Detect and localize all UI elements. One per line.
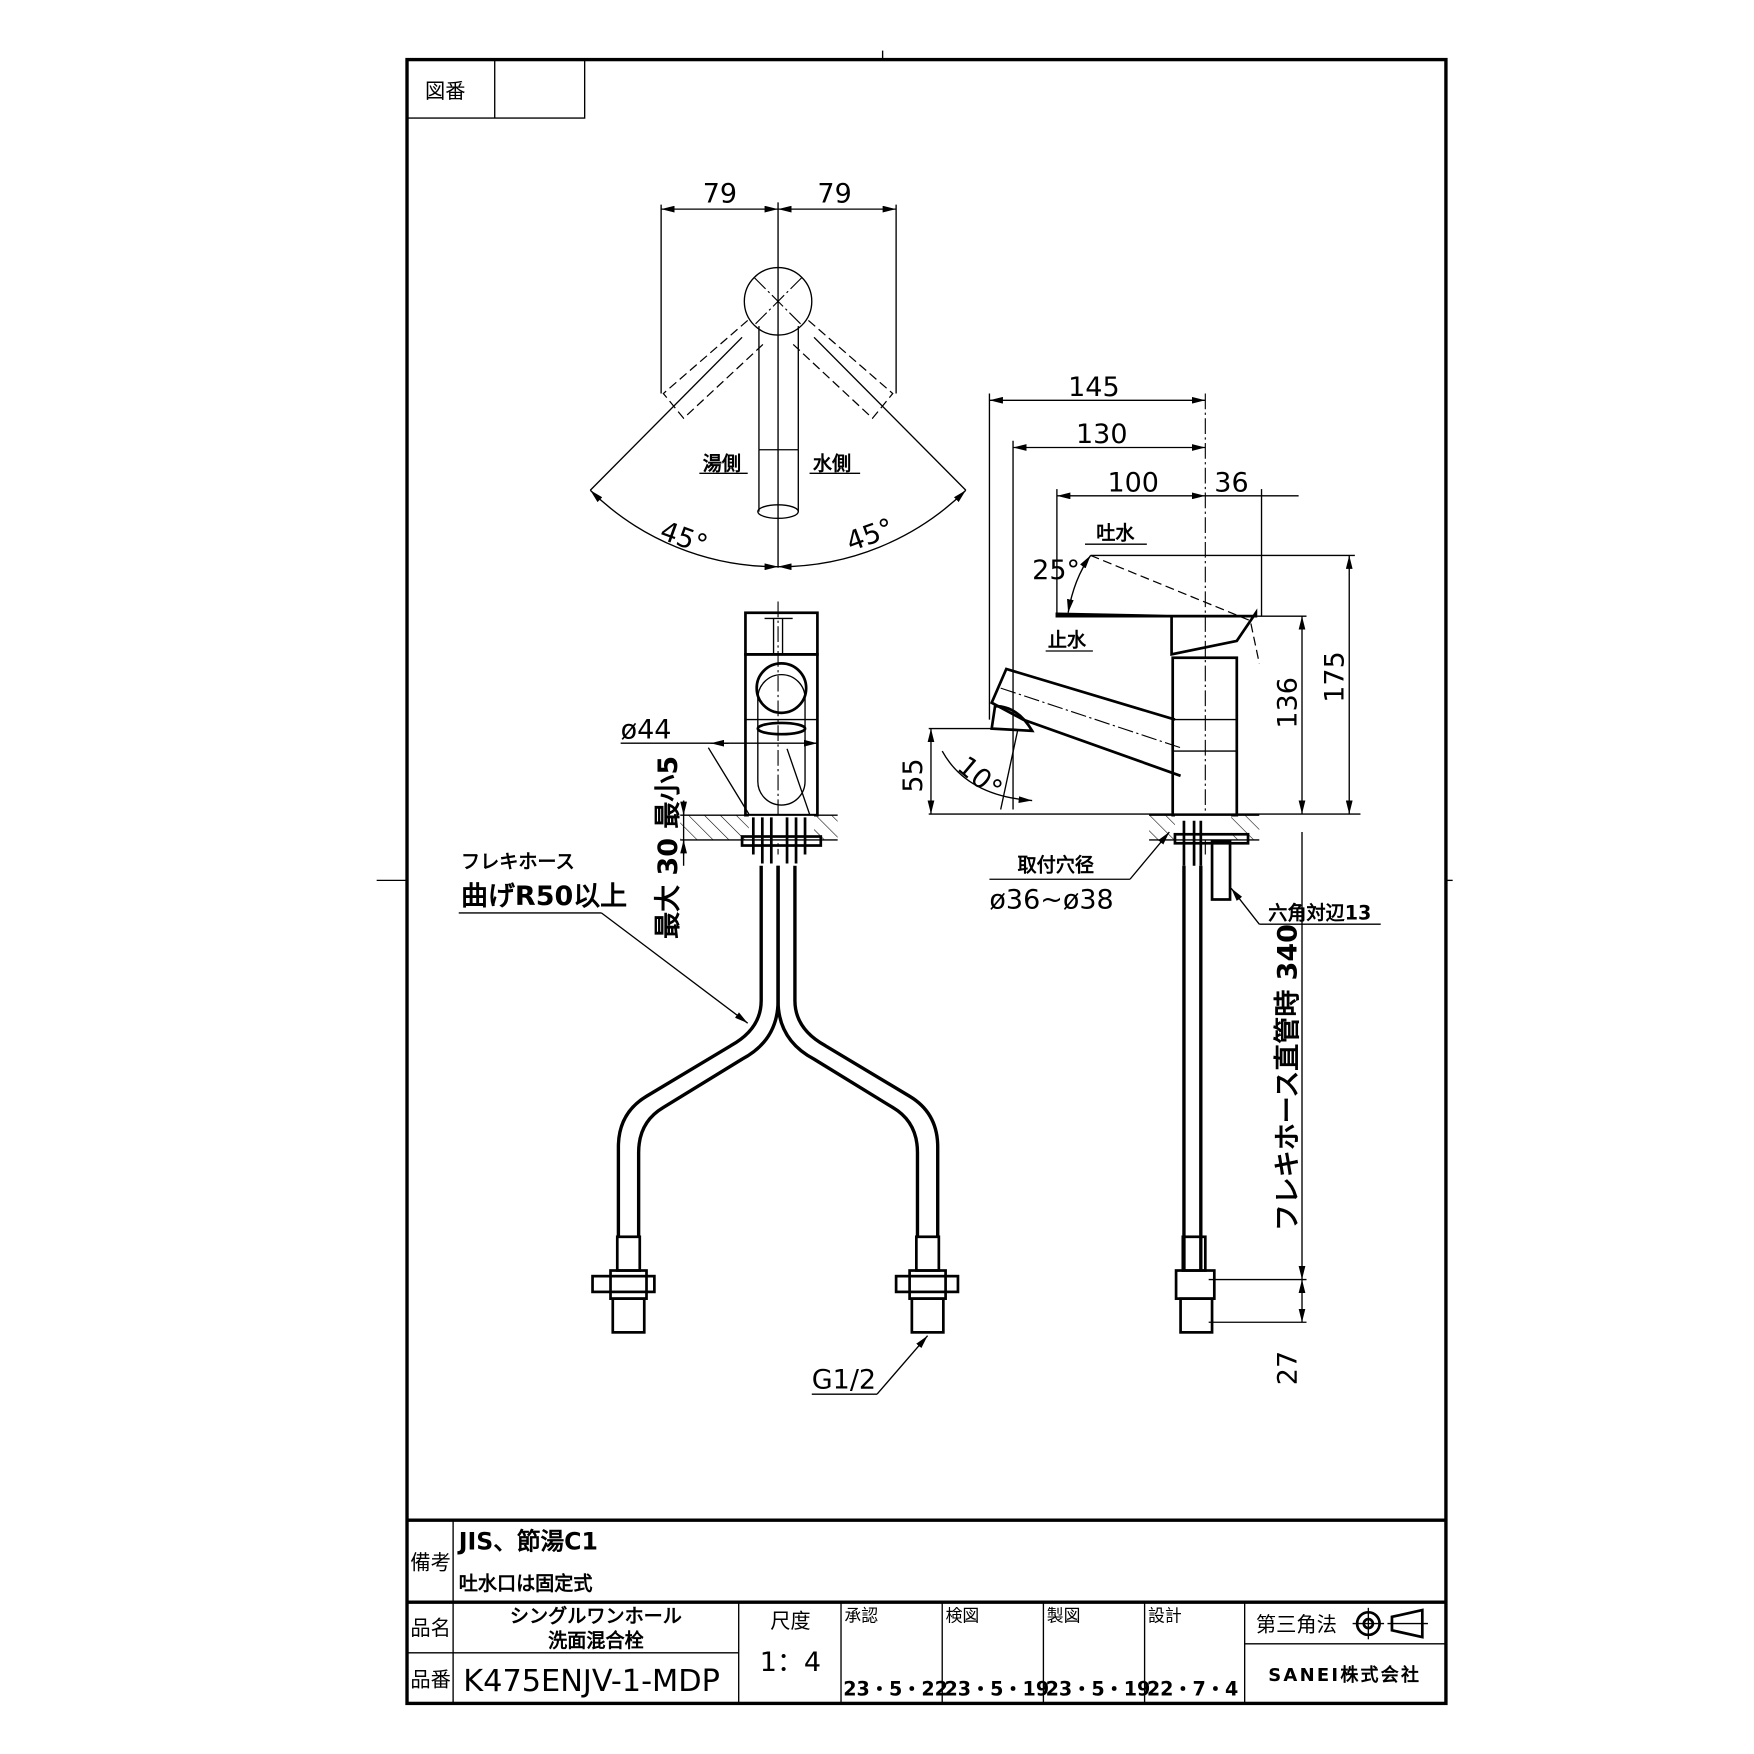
check-label: 検図 xyxy=(946,1605,980,1625)
product-number: K475ENJV-1-MDP xyxy=(463,1664,720,1699)
scale-label: 尺度 xyxy=(770,1609,810,1633)
projection-label: 第三角法 xyxy=(1256,1612,1337,1636)
design-label: 設計 xyxy=(1148,1605,1182,1625)
mounting-hole-label: 取付穴径 xyxy=(1018,853,1094,876)
note-2: 吐水口は固定式 xyxy=(459,1572,593,1595)
drawing-number-label: 図番 xyxy=(425,79,465,103)
diameter-44: ø44 xyxy=(621,715,672,746)
dim-79-right: 79 xyxy=(817,178,851,209)
dim-27: 27 xyxy=(1272,1351,1303,1385)
dim-175: 175 xyxy=(1320,651,1351,702)
drafted-label: 製図 xyxy=(1047,1605,1081,1625)
check-date: 23・5・19 xyxy=(944,1678,1049,1701)
approval-stamps: 承認 23・5・22 検図 23・5・19 製図 23・5・19 設計 22・7… xyxy=(843,1605,1238,1700)
drafted-date: 23・5・19 xyxy=(1046,1678,1151,1701)
angle-45-left: 45° xyxy=(656,516,712,561)
water-off-label: 止水 xyxy=(1048,629,1087,652)
front-view: ø44 最大 30 最小5 フレキホース 曲げR50以上 G1/2 xyxy=(458,601,960,1396)
dim-136: 136 xyxy=(1272,677,1303,728)
third-angle-projection-icon xyxy=(1352,1607,1428,1640)
dim-130: 130 xyxy=(1076,419,1127,450)
note-1: JIS、節湯C1 xyxy=(457,1527,598,1555)
cold-side-label: 水側 xyxy=(813,452,851,475)
notes-label: 備考 xyxy=(410,1551,450,1575)
hot-side-label: 湯側 xyxy=(703,452,741,475)
angle-45-right: 45° xyxy=(842,513,898,558)
dim-55: 55 xyxy=(898,758,929,792)
hose-fitting-left xyxy=(591,1235,656,1334)
spout-angle-10: 10° xyxy=(951,751,1008,805)
water-on-label: 吐水 xyxy=(1096,522,1135,545)
mounting-hole-size: ø36~ø38 xyxy=(989,884,1113,915)
hose-length-label: フレキホース直管時 340 xyxy=(1272,924,1303,1231)
dim-100: 100 xyxy=(1107,467,1158,498)
deck-thickness-label: 最大 30 最小5 xyxy=(653,756,684,939)
hex-size-label: 六角対辺13 xyxy=(1268,902,1371,925)
dim-36: 36 xyxy=(1214,467,1248,498)
dim-79-left: 79 xyxy=(703,178,737,209)
drawing-frame: 図番 xyxy=(376,50,1453,1706)
product-name-line-1: シングルワンホール xyxy=(510,1604,682,1627)
design-date: 22・7・4 xyxy=(1147,1678,1238,1701)
title-block: 備考 JIS、節湯C1 吐水口は固定式 品名 シングルワンホール 洗面混合栓 品… xyxy=(407,1518,1446,1704)
bend-radius-label: 曲げR50以上 xyxy=(461,881,627,912)
number-label: 品番 xyxy=(410,1668,450,1692)
name-label: 品名 xyxy=(410,1616,450,1640)
top-view: 79 79 湯側 水側 45° 45° xyxy=(589,178,967,571)
approval-label: 承認 xyxy=(844,1605,878,1625)
scale-value: 1：4 xyxy=(760,1647,821,1678)
approval-date: 23・5・22 xyxy=(843,1678,948,1701)
company-name: SANEI株式会社 xyxy=(1268,1664,1421,1686)
thread-size-label: G1/2 xyxy=(812,1365,876,1396)
hose-fitting-right xyxy=(894,1235,960,1334)
product-name-line-2: 洗面混合栓 xyxy=(548,1629,644,1652)
side-view: 145 130 100 36 吐水 25° 止水 55 10° 175 136 … xyxy=(898,372,1381,1385)
dim-145: 145 xyxy=(1068,372,1119,403)
lever-angle-25: 25° xyxy=(1032,555,1080,586)
flex-hose-label: フレキホース xyxy=(461,850,575,873)
